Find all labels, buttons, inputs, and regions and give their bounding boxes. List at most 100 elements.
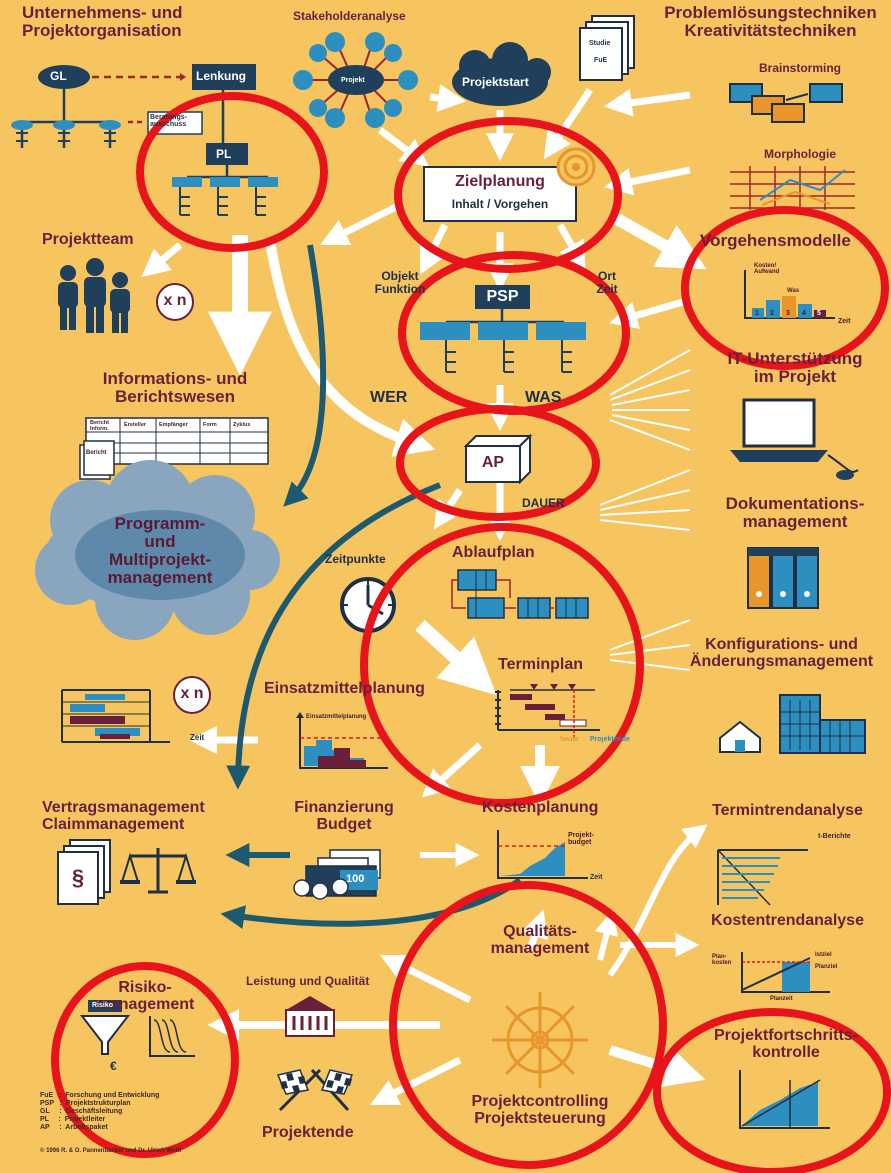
- doku-title: Dokumentations- management: [725, 494, 865, 531]
- einsatzmittel-title: Einsatzmittelplanung: [264, 680, 425, 697]
- people-icon: [58, 258, 130, 333]
- projekt-label: Projekt: [341, 77, 365, 84]
- studie-papers: [579, 15, 635, 81]
- vorgehen-zeit-label: Zeit: [838, 318, 851, 325]
- leistung-title: Leistung und Qualität: [246, 974, 370, 988]
- einsatzmittel-small-label: Einsatzmittelplanung: [306, 714, 367, 720]
- fue-label: FuE: [594, 57, 608, 64]
- gantt-graphic: [61, 689, 170, 743]
- stakeholder-title: Stakeholderanalyse: [293, 9, 406, 23]
- ort-label: Ort Zeit: [596, 269, 618, 296]
- projektende-title: Projektende: [262, 1124, 354, 1141]
- was-small-label: Was: [787, 288, 800, 294]
- pl-label: PL: [216, 147, 232, 161]
- table-header-2: Empfänger: [159, 422, 188, 428]
- projektstart-cloud: [452, 42, 551, 106]
- money-value: 100: [346, 873, 365, 885]
- laptop-icon: [730, 398, 859, 480]
- terminplan-graphic: [495, 684, 600, 740]
- buildings-icon: [719, 694, 866, 754]
- einsatzmittel-graphic: [296, 712, 388, 769]
- wer-label: WER: [370, 389, 408, 406]
- phase-1: 1: [755, 310, 759, 317]
- teal-arrows: [220, 244, 522, 930]
- vorgehen-title: Vorgehensmodelle: [700, 231, 851, 250]
- lenkung-label: Lenkung: [196, 69, 246, 83]
- zielplanung-box: [423, 147, 596, 222]
- termintrend-chart: [717, 849, 808, 906]
- vorgehen-chart: [744, 270, 835, 319]
- fortschritt-chart: [739, 1070, 830, 1129]
- objekt-label: Objekt Funktion: [374, 269, 426, 296]
- dauer-label: DAUER: [522, 496, 565, 510]
- euro-sign: €: [110, 1059, 117, 1073]
- risiko-label: Risiko: [92, 1002, 114, 1009]
- xn-label-1: x n: [163, 292, 187, 309]
- psp-label: PSP: [486, 288, 519, 305]
- paragraph-sign: §: [71, 865, 85, 890]
- kosten-aufwand-label: Kosten/ Aufwand: [754, 263, 780, 275]
- xn-label-2: x n: [180, 685, 204, 702]
- stakeholder-graphic: [293, 32, 418, 128]
- vertrag-graphic: [57, 839, 196, 905]
- binders-icon: [747, 547, 819, 609]
- planzeit-label: Planzeit: [770, 996, 793, 1002]
- risiko-graphic: [79, 1000, 195, 1057]
- bericht-label: Bericht: [86, 450, 107, 456]
- kosten-zeit-label: Zeit: [590, 874, 603, 881]
- programm-cloud-core: [75, 510, 245, 600]
- kostentrend-title: Kostentrendanalyse: [711, 912, 864, 929]
- copyright: © 1996 R. & O. Pannenbäcker und Dr. Ulri…: [40, 1148, 182, 1154]
- controlling-title: Projektcontrolling Projektsteuerung: [471, 1093, 609, 1127]
- ablaufplan-title: Ablaufplan: [452, 544, 535, 561]
- gantt-zeit-label: Zeit: [190, 733, 205, 742]
- money-graphic: [293, 849, 381, 900]
- phase-2: 2: [770, 310, 774, 317]
- beratung-label: Beratungs- ausschuss: [150, 114, 187, 128]
- it-title: IT-Unterstützung im Projekt: [727, 349, 863, 386]
- info-title: Informations- und Berichtswesen: [102, 369, 248, 406]
- ablaufplan-graphic: [451, 569, 589, 619]
- planziel-label: Planziel: [815, 964, 838, 970]
- multiplier-circles: [156, 283, 211, 714]
- phase-4: 4: [802, 310, 806, 317]
- table-header-3: Form: [203, 422, 217, 428]
- fortschritt-title: Projektfortschritts- kontrolle: [713, 1027, 859, 1061]
- was-label: WAS: [525, 389, 562, 406]
- brainstorming-graphic: [729, 83, 843, 123]
- burst-rays: [599, 349, 691, 671]
- istziel-label: Istziel: [815, 952, 832, 958]
- abbreviations: FuE : Forschung und Entwicklung PSP : Pr…: [40, 1092, 160, 1132]
- risiko-title: Risiko- management: [95, 979, 195, 1013]
- brainstorming-label: Brainstorming: [758, 61, 841, 75]
- terminplan-title: Terminplan: [498, 656, 584, 673]
- table-header-1: Ersteller: [124, 422, 147, 428]
- plankosten-label: Plan- kosten: [712, 954, 732, 966]
- phase-3: 3: [786, 310, 790, 317]
- kostenplanung-graphic: [497, 830, 588, 879]
- problem-title: Problemlösungstechniken Kreativitätstech…: [664, 3, 877, 40]
- phase-5: 5: [817, 310, 821, 317]
- morphologie-graphic: [730, 166, 855, 210]
- ap-box: [463, 433, 533, 485]
- vertrag-title: Vertragsmanagement Claimmanagement: [42, 799, 205, 833]
- table-header-0: Bericht Inform.: [90, 420, 109, 432]
- heute-label: heute: [560, 736, 579, 743]
- projektende-small-label: Projektende: [590, 736, 631, 743]
- psp-tree: [420, 285, 586, 373]
- studie-label: Studie: [589, 40, 611, 47]
- highlight-circles: [51, 92, 891, 1173]
- zeitpunkte-label: Zeitpunkte: [325, 552, 386, 566]
- steering-wheel-icon: [492, 992, 588, 1088]
- ap-label: AP: [481, 454, 505, 471]
- kostentrend-chart: [741, 952, 830, 993]
- t-berichte-label: t-Berichte: [818, 833, 851, 840]
- kostenplanung-title: Kostenplanung: [482, 799, 599, 816]
- zielplanung-sub: Inhalt / Vorgehen: [451, 197, 549, 211]
- programm-title: Programm- und Multiprojekt- management: [107, 514, 213, 587]
- bericht-table: [79, 417, 269, 480]
- gl-label: GL: [50, 69, 67, 83]
- zielplanung-title: Zielplanung: [455, 173, 545, 190]
